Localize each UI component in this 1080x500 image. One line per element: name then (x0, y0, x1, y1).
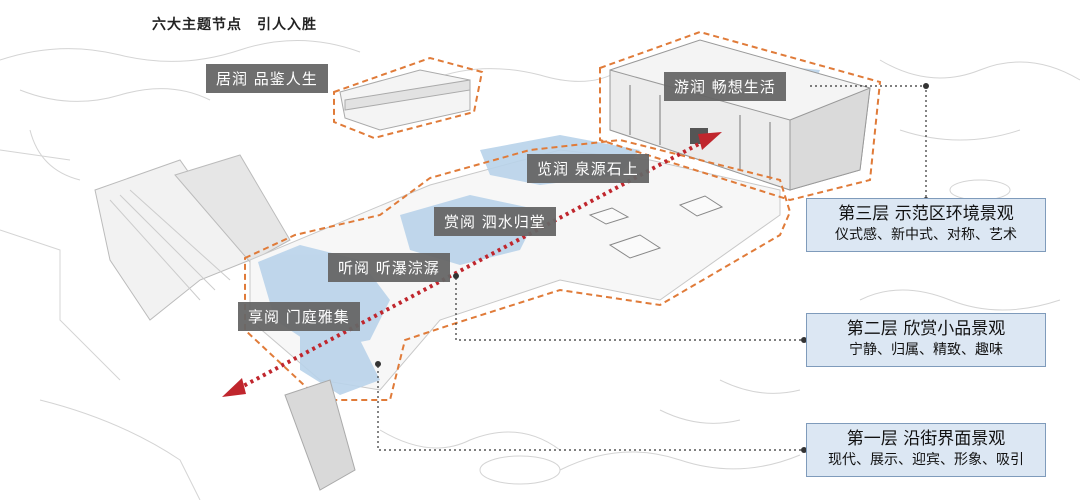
entrance-path (284, 379, 356, 491)
layer-three-box: 第三层 示范区环境景观 仪式感、新中式、对称、艺术 (806, 198, 1046, 252)
layer-two-desc: 宁静、归属、精致、趣味 (849, 342, 1003, 358)
site-boundary-outline (244, 138, 792, 401)
residence-building (333, 56, 484, 140)
node-label-yourun: 游润 畅想生活 (664, 72, 786, 101)
route-arrow (222, 132, 722, 397)
node-label-lanrun: 览润 泉源石上 (527, 154, 649, 183)
layer-three-desc: 仪式感、新中式、对称、艺术 (835, 227, 1017, 243)
layer-one-box: 第一层 沿街界面景观 现代、展示、迎宾、形象、吸引 (806, 423, 1046, 477)
background-site-lines (0, 40, 1080, 500)
node-label-xiangyue: 享阅 门庭雅集 (238, 302, 360, 331)
left-building (94, 154, 291, 321)
layer-three-title: 第三层 示范区环境景观 (838, 204, 1014, 224)
pavilions (588, 195, 724, 259)
page-title: 六大主题节点 引人入胜 (152, 17, 317, 33)
layer-one-title: 第一层 沿街界面景观 (846, 429, 1006, 449)
node-label-shangyue: 赏阅 泗水归堂 (434, 207, 556, 236)
node-label-juren: 居润 品鉴人生 (206, 64, 328, 93)
layer-two-title: 第二层 欣赏小品景观 (846, 319, 1006, 339)
layer-two-box: 第二层 欣赏小品景观 宁静、归属、精致、趣味 (806, 313, 1046, 367)
node-label-tingyue: 听阅 听瀑淙潺 (328, 253, 450, 282)
layer-one-desc: 现代、展示、迎宾、形象、吸引 (828, 452, 1024, 468)
